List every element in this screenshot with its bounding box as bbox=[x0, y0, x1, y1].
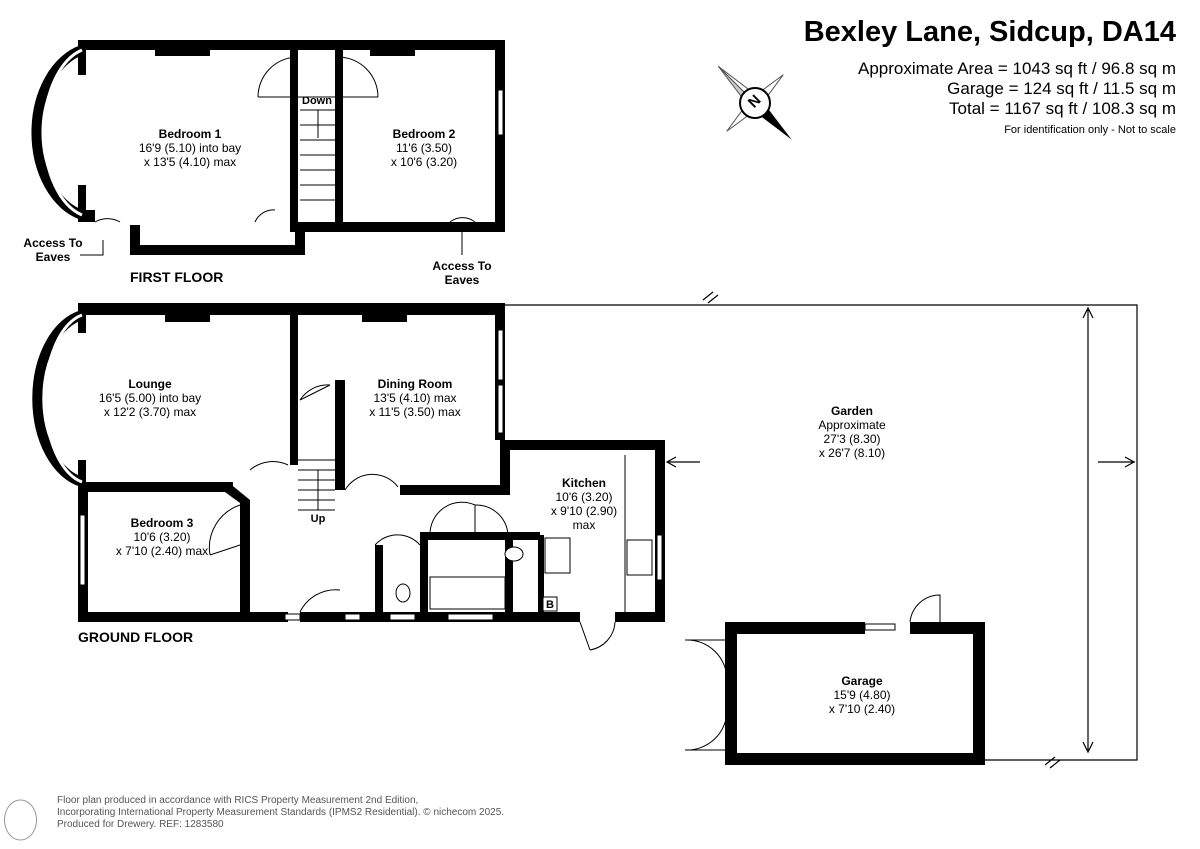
footer-line: Floor plan produced in accordance with R… bbox=[57, 795, 419, 806]
first-floor-walls bbox=[78, 40, 505, 255]
area-line: Total = 1167 sq ft / 108.3 sq m bbox=[949, 99, 1176, 118]
page-title: Bexley Lane, Sidcup, DA14 bbox=[803, 16, 1176, 48]
garage-walls bbox=[725, 622, 985, 765]
footer-line: Produced for Drewery. REF: 1283580 bbox=[57, 819, 224, 830]
person-icon bbox=[4, 799, 37, 841]
bedroom1-bay-window bbox=[31, 45, 84, 220]
area-line: Garage = 124 sq ft / 11.5 sq m bbox=[947, 79, 1176, 98]
lounge-bay-window bbox=[32, 310, 84, 487]
stairs-up-label: Up bbox=[310, 513, 326, 525]
ground-floor-walls bbox=[78, 303, 665, 622]
footer-notes: Floor plan produced in accordance with R… bbox=[57, 795, 504, 831]
boiler-label: B bbox=[546, 599, 554, 611]
compass-icon bbox=[717, 65, 792, 140]
area-summary: Approximate Area = 1043 sq ft / 96.8 sq … bbox=[858, 59, 1176, 119]
first-floor-label: FIRST FLOOR bbox=[130, 269, 224, 285]
footer-line: Incorporating International Property Mea… bbox=[57, 807, 505, 818]
bedroom2-window bbox=[497, 89, 504, 136]
scale-note: For identification only - Not to scale bbox=[1004, 124, 1176, 136]
stairs-down-label: Down bbox=[302, 95, 332, 107]
area-line: Approximate Area = 1043 sq ft / 96.8 sq … bbox=[858, 59, 1176, 78]
garden-boundary bbox=[505, 291, 1138, 769]
ground-floor-label: GROUND FLOOR bbox=[78, 629, 194, 645]
